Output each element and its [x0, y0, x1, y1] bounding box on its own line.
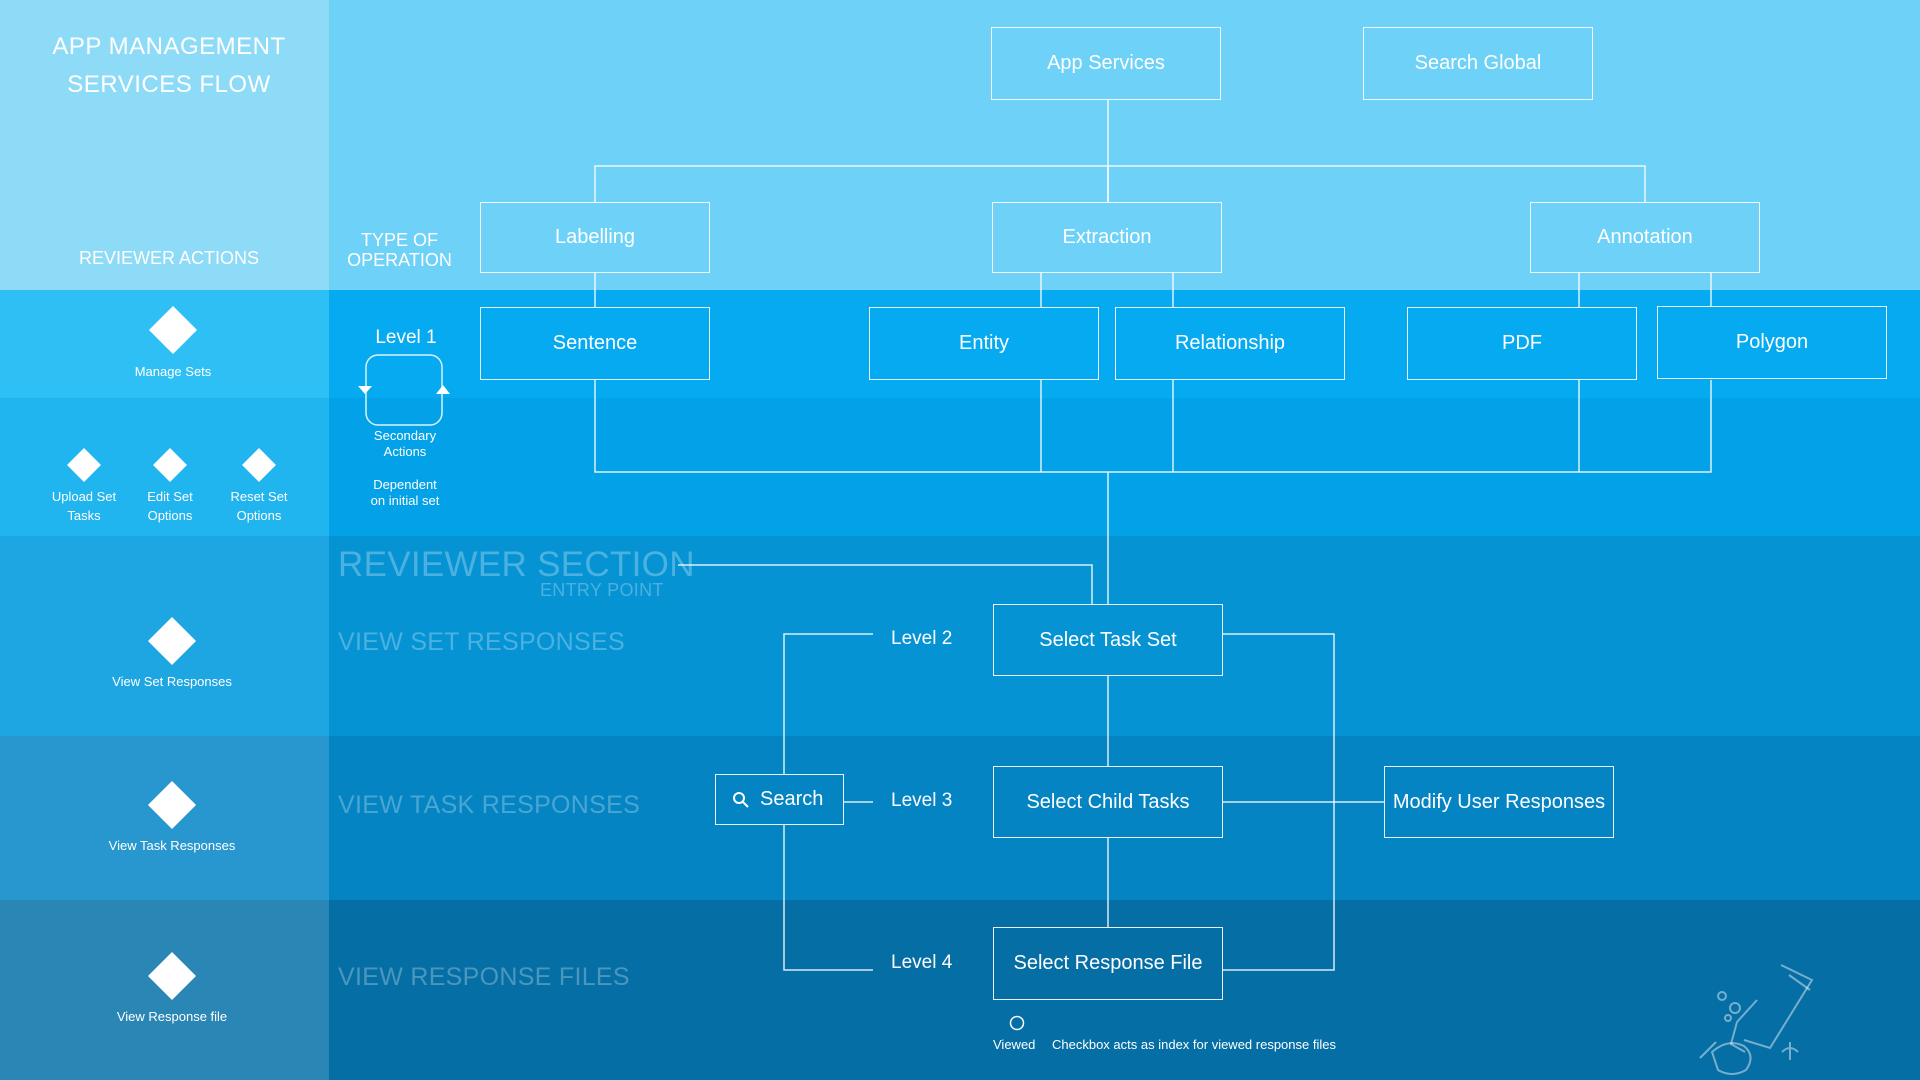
view-set-label: View Set Responses: [112, 674, 232, 689]
type-line-1: TYPE OF: [360, 230, 438, 250]
search-button-label: Search: [760, 788, 824, 810]
app-services-node[interactable]: App Services: [991, 27, 1221, 100]
title-line-2: SERVICES FLOW: [67, 71, 271, 98]
dependent-line-2: on initial set: [370, 493, 440, 508]
level2-label: Level 2: [891, 628, 953, 649]
view-file-label: View Response file: [116, 1009, 228, 1024]
manage-sets-label: Manage Sets: [134, 364, 212, 379]
sidebar-header: [0, 0, 329, 290]
entity-node[interactable]: Entity: [869, 307, 1099, 380]
labelling-node[interactable]: Labelling: [480, 202, 710, 273]
search-icon: [733, 791, 749, 808]
edit-set-line-1: Edit Set: [147, 489, 193, 504]
view-task-label: View Task Responses: [108, 838, 236, 853]
checkbox-note: Checkbox acts as index for viewed respon…: [1052, 1037, 1336, 1052]
select-response-file-node[interactable]: Select Response File: [993, 927, 1223, 1000]
edit-set-line-2: Options: [147, 508, 193, 523]
select-child-tasks-node[interactable]: Select Child Tasks: [993, 766, 1223, 838]
level1-label: Level 1: [375, 327, 437, 348]
view-response-files-heading: VIEW RESPONSE FILES: [338, 963, 630, 991]
relationship-node[interactable]: Relationship: [1115, 307, 1345, 380]
view-task-responses-heading: VIEW TASK RESPONSES: [338, 791, 641, 819]
annotation-node[interactable]: Annotation: [1530, 202, 1760, 273]
search-global-node[interactable]: Search Global: [1363, 27, 1593, 100]
type-of-operation-label: TYPE OF OPERATION: [332, 230, 467, 270]
reset-set-line-2: Options: [236, 508, 282, 523]
viewed-label: Viewed: [993, 1037, 1036, 1052]
dependent-label: Dependent on initial set: [345, 477, 465, 509]
sentence-node[interactable]: Sentence: [480, 307, 710, 380]
select-task-set-node[interactable]: Select Task Set: [993, 604, 1223, 676]
upload-set-line-1: Upload Set: [51, 489, 117, 504]
polygon-node[interactable]: Polygon: [1657, 306, 1887, 379]
view-set-responses-heading: VIEW SET RESPONSES: [338, 628, 625, 656]
upload-set-line-2: Tasks: [67, 508, 101, 523]
secondary-actions-label: Secondary Actions: [355, 428, 455, 460]
reviewer-actions-heading: REVIEWER ACTIONS: [78, 248, 260, 268]
secondary-line-2: Actions: [383, 444, 427, 459]
modify-user-responses-node[interactable]: Modify User Responses: [1384, 766, 1614, 838]
sidebar-title: APP MANAGEMENT SERVICES FLOW: [0, 28, 338, 104]
title-line-1: APP MANAGEMENT: [52, 33, 286, 60]
edit-set-label: Edit Set Options: [120, 487, 220, 525]
reset-set-line-1: Reset Set: [230, 489, 288, 504]
level3-label: Level 3: [891, 790, 953, 811]
entry-point-label: ENTRY POINT: [540, 580, 664, 600]
upload-set-label: Upload Set Tasks: [34, 487, 134, 525]
reviewer-section-title: REVIEWER SECTION: [338, 545, 695, 584]
extraction-node[interactable]: Extraction: [992, 202, 1222, 273]
dependent-line-1: Dependent: [373, 477, 437, 492]
pdf-node[interactable]: PDF: [1407, 307, 1637, 380]
secondary-line-1: Secondary: [373, 428, 437, 443]
type-line-2: OPERATION: [347, 250, 452, 270]
reset-set-label: Reset Set Options: [209, 487, 309, 525]
level4-label: Level 4: [891, 952, 953, 973]
search-button[interactable]: Search: [715, 774, 844, 825]
